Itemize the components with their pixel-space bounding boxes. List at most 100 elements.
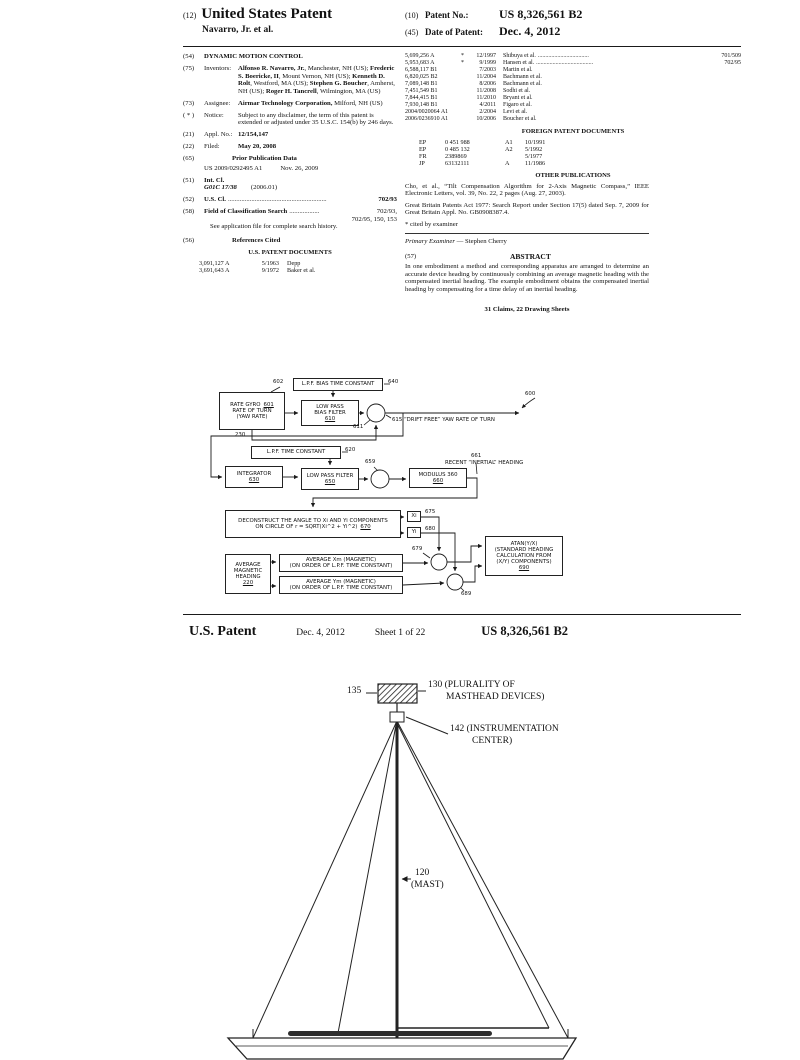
- cited-patent-number: 7,844,415 B1: [405, 95, 438, 101]
- cited-patent-number: 3,691,643 A: [199, 266, 230, 274]
- first-named-inventor: Navarro, Jr. et al.: [202, 25, 274, 35]
- dot-leader: ..................................: [537, 53, 589, 59]
- us-citations-right: 5,699,256 A * 12/1997 Shibuya et al. ...…: [405, 53, 741, 123]
- cited-patent-name: Levi et al.: [503, 109, 528, 115]
- inventor-location: , Amherst, NH (US);: [238, 80, 395, 95]
- box-label: RATE GYRO: [230, 401, 261, 408]
- publication-1: Cho, et al., “Tilt Compensation Algorith…: [405, 182, 649, 198]
- int-cl-label: Int. Cl.: [204, 176, 225, 184]
- atan-box: ATAN(Y/X) (STANDARD HEADING CALCULATION …: [485, 536, 563, 576]
- average-ym-box: AVERAGE Ym (MAGNETIC) (ON ORDER OF L.P.F…: [279, 576, 403, 594]
- box-label: ATAN(Y/X): [510, 540, 538, 547]
- field-number: (75): [183, 65, 195, 72]
- date-of-patent: Dec. 4, 2012: [499, 24, 561, 38]
- cited-patent-date: 12/1997: [476, 53, 496, 59]
- foreign-doc-kind: A1: [505, 138, 513, 146]
- foreign-citation-row: EP 0 485 132 A2 5/1992: [405, 146, 741, 153]
- front-right-column: 5,699,256 A * 12/1997 Shibuya et al. ...…: [405, 53, 741, 314]
- box-label: Yi: [411, 529, 417, 536]
- dot-leader: ........................................…: [227, 196, 327, 203]
- field-73-assignee: (73) Assignee: Airmar Technology Corpora…: [183, 100, 397, 108]
- notice-label: Notice:: [204, 111, 224, 119]
- drawing-sheet-header: U.S. Patent Dec. 4, 2012 Sheet 1 of 22 U…: [183, 614, 741, 640]
- header-right: (10) Patent No.: US 8,326,561 B2 (45) Da…: [405, 6, 741, 41]
- field-54-title: (54) DYNAMIC MOTION CONTROL: [183, 53, 397, 61]
- recent-inertial-heading-label: RECENT “INERTIAL” HEADING: [445, 460, 524, 466]
- cited-patent-date: 11/2004: [476, 74, 496, 80]
- inventor-name: Stephen G. Boucher: [309, 80, 368, 87]
- field-number: (54): [183, 53, 195, 60]
- cited-patent-date: 2/2004: [479, 109, 496, 115]
- ref-135: 135: [347, 686, 362, 696]
- inventor-location: , Manchester, NH (US);: [304, 65, 370, 72]
- inventor-name: Kenneth D. Rolt: [238, 72, 385, 88]
- dot-leader: [539, 116, 740, 123]
- field-number: (65): [183, 155, 195, 162]
- box-label: INTEGRATOR: [236, 470, 272, 477]
- summing-junction-659: [370, 469, 390, 489]
- dot-leader: [532, 88, 739, 95]
- cited-patent-name: Shibuya et al.: [503, 53, 536, 59]
- ref-630: 630: [248, 477, 260, 483]
- drift-free-label: 615 “DRIFT FREE” YAW RATE OF TURN: [392, 417, 495, 423]
- primary-examiner-label: Primary Examiner: [405, 238, 455, 246]
- sailboat-drawing: [226, 683, 578, 1060]
- ref-659: 659: [365, 459, 376, 465]
- field-57-number: (57): [405, 252, 417, 260]
- dot-leader: ..................: [289, 208, 320, 215]
- ref-689: 689: [461, 591, 472, 597]
- appl-no-value: 12/154,147: [238, 131, 269, 138]
- divider-rule: [405, 233, 649, 235]
- jib-leech-line: [337, 724, 397, 1034]
- average-magnetic-heading-box: AVERAGE MAGNETIC HEADING 220: [225, 554, 271, 594]
- integrator-box: INTEGRATOR 630: [225, 466, 283, 488]
- inventor-location: , Wilmington, MA (US): [316, 87, 381, 95]
- foreign-doc-date: 11/1986: [525, 160, 546, 168]
- ref-230: 230: [235, 432, 246, 438]
- ref-600: 600: [525, 391, 536, 397]
- ref-601: 601: [263, 401, 274, 408]
- abstract-header: (57) ABSTRACT: [405, 253, 741, 261]
- cited-patent-name: Figaro et al.: [503, 102, 532, 108]
- country-code: EP: [419, 145, 427, 153]
- dot-leader: [529, 109, 739, 116]
- field-21-appl-no: (21) Appl. No.: 12/154,147: [183, 131, 397, 139]
- us-citations-left: 3,091,127 A 5/1963 Depp 3,691,643 A 9/19…: [183, 260, 397, 274]
- forestay-line: [252, 722, 397, 1039]
- dot-leader: [544, 81, 739, 88]
- publication-date: Nov. 26, 2009: [280, 164, 319, 172]
- notice-text: Subject to any disclaimer, the term of t…: [238, 111, 394, 127]
- us-patent-label: U.S. Patent: [189, 624, 257, 639]
- sailboat-figure: 135 130 (PLURALITY OF MASTHEAD DEVICES) …: [0, 650, 800, 1060]
- us-cl-label: U.S. Cl.: [204, 196, 226, 203]
- cited-patent-date: 5/1963: [261, 259, 279, 267]
- box-label: Xi: [411, 513, 417, 520]
- examiner-cited-star: [461, 102, 468, 109]
- cited-patent-number: 3,091,127 A: [199, 259, 230, 267]
- yi-box: Yi: [407, 527, 421, 538]
- citation-row: 7,844,415 B1 11/2010 Bryant et al.: [405, 95, 741, 102]
- invention-title: DYNAMIC MOTION CONTROL: [204, 53, 303, 60]
- box-label: LOW PASS FILTER: [306, 472, 354, 479]
- field-number: (22): [183, 143, 195, 150]
- citation-row: 6,820,025 B2 11/2004 Bachmann et al.: [405, 74, 741, 81]
- ref-130-line2: MASTHEAD DEVICES): [446, 692, 545, 702]
- citation-row: 7,089,148 B1 8/2006 Bachmann et al.: [405, 81, 741, 88]
- summing-junction-679: [430, 553, 448, 571]
- front-left-column: (54) DYNAMIC MOTION CONTROL (75) Invento…: [183, 53, 397, 314]
- foreign-doc-date: 10/1991: [525, 138, 546, 146]
- field-notice: ( * ) Notice: Subject to any disclaimer,…: [183, 112, 397, 127]
- cited-patent-class: 701/509: [721, 53, 741, 59]
- cited-patent-name: Martin et al.: [503, 67, 533, 73]
- cited-patent-number: 7,089,148 B1: [405, 81, 438, 87]
- cited-patent-class: 702/95: [724, 60, 741, 66]
- box-label: RATE OF TURN: [232, 407, 272, 414]
- country-code: EP: [419, 138, 427, 146]
- assignee-label: Assignee:: [204, 99, 231, 107]
- field-22-filed: (22) Filed: May 20, 2008: [183, 143, 397, 151]
- country-code: FR: [419, 152, 427, 160]
- inventor-name: Frederic S. Boericke, II: [238, 65, 395, 80]
- document-title: United States Patent: [201, 6, 333, 22]
- date-of-patent-label: Date of Patent:: [425, 27, 483, 37]
